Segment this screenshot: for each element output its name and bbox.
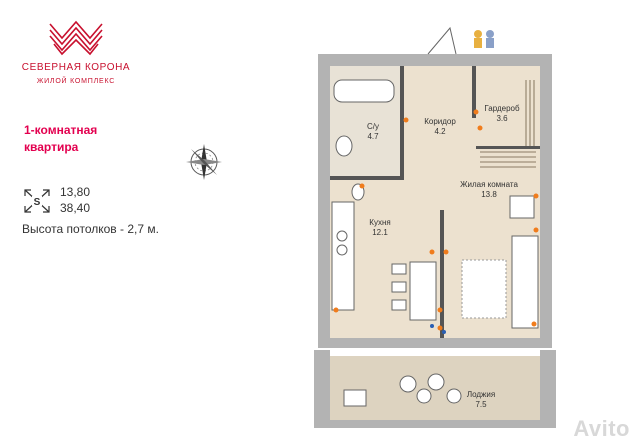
brand-name: СЕВЕРНАЯ КОРОНА [21, 62, 131, 73]
room-name: Гардероб [484, 104, 520, 113]
apartment-type: 1-комнатная квартира [24, 122, 154, 156]
area-value-1: 13,80 [60, 185, 91, 199]
room-label-corridor: Коридор 4.2 [412, 117, 468, 137]
apartment-type-line2: квартира [24, 140, 79, 154]
room-name: Лоджия [466, 390, 496, 399]
room-name: Кухня [369, 218, 391, 227]
room-name: Коридор [424, 117, 456, 126]
room-label-loggia: Лоджия 7.5 [460, 390, 502, 410]
ceiling-height: Высота потолков - 2,7 м. [22, 222, 159, 236]
crown-logo-icon [49, 20, 103, 56]
area-icon-letter: S [34, 197, 41, 208]
area-arrows-icon: S [24, 189, 50, 213]
compass-icon [186, 144, 222, 180]
floor-plan-drawing [314, 26, 556, 428]
room-label-kitchen: Кухня 12.1 [360, 218, 400, 238]
room-label-living-room: Жилая комната 13.8 [444, 180, 534, 200]
room-area: 4.7 [367, 132, 379, 141]
room-label-bathroom: С/у 4.7 [358, 122, 388, 142]
room-area: 13.8 [481, 190, 497, 199]
room-name: С/у [367, 122, 379, 131]
apartment-type-line1: 1-комнатная [24, 123, 98, 137]
room-area: 12.1 [372, 228, 388, 237]
room-area: 3.6 [496, 114, 508, 123]
room-area: 7.5 [475, 400, 487, 409]
floor-plan: С/у 4.7 Коридор 4.2 Гардероб 3.6 Жилая к… [300, 20, 590, 440]
brand-subtitle: ЖИЛОЙ КОМПЛЕКС [36, 78, 116, 85]
room-area: 4.2 [434, 127, 446, 136]
area-value-2: 38,40 [60, 201, 91, 215]
avito-watermark: Avito [573, 416, 630, 441]
room-name: Жилая комната [460, 180, 518, 189]
room-label-wardrobe: Гардероб 3.6 [476, 104, 528, 124]
